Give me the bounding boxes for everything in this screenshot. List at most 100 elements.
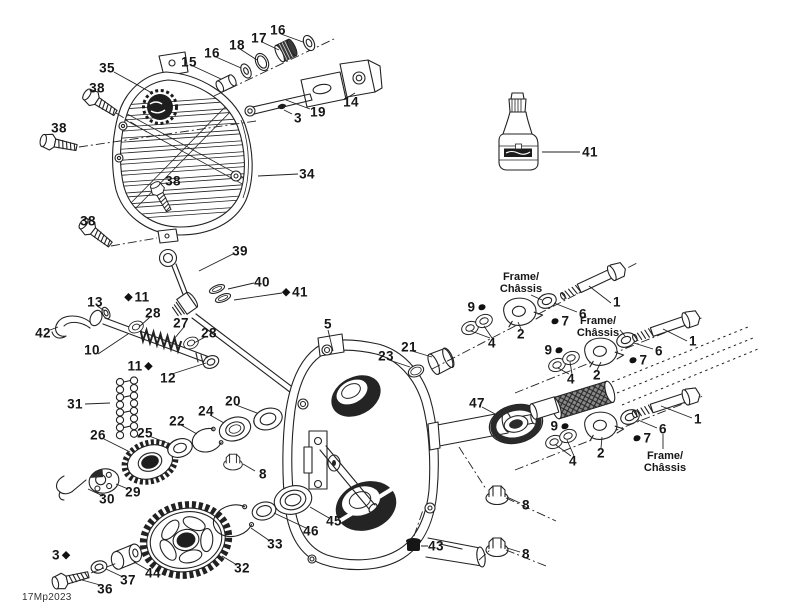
- part-number: 17: [251, 30, 267, 46]
- part-number: 30: [99, 491, 115, 507]
- part-callout-36: 36: [97, 582, 113, 596]
- part-number: 11: [134, 289, 150, 305]
- part-callout-13: 13: [87, 295, 103, 309]
- part-callout-20: 20: [225, 394, 241, 408]
- part-callout-11: 11: [127, 359, 154, 373]
- part-number: 34: [299, 166, 315, 182]
- part-callout-21: 21: [401, 340, 417, 354]
- part-callout-46: 46: [303, 524, 319, 538]
- frame-chassis-label: Frame/Châssis: [643, 450, 687, 474]
- part-number: 7: [643, 430, 652, 446]
- clip-42: [51, 315, 91, 339]
- part-callout-35: 35: [99, 61, 115, 75]
- part-callout-33: 33: [267, 537, 283, 551]
- part-number: 36: [97, 581, 113, 597]
- part-number: 42: [35, 325, 51, 341]
- part-number: 25: [137, 425, 153, 441]
- part-callout-39: 39: [232, 244, 248, 258]
- part-callout-10: 10: [84, 343, 100, 357]
- part-callout-16: 16: [270, 23, 286, 37]
- part-number: 2: [597, 445, 605, 461]
- screw-dot-icon: [551, 318, 559, 325]
- tensioner-lever-parts: [192, 33, 383, 117]
- washer-12: [202, 355, 220, 369]
- part-number: 24: [198, 403, 214, 419]
- part-number: 4: [488, 335, 496, 351]
- spacer-15: [215, 74, 237, 93]
- part-number: 6: [579, 306, 587, 322]
- part-number: 9: [544, 342, 553, 358]
- dipstick-39: [158, 248, 308, 403]
- part-callout-8: 8: [522, 547, 530, 561]
- spring-27: [139, 326, 183, 355]
- part-callout-19: 19: [310, 105, 326, 119]
- part-number: 21: [401, 339, 417, 355]
- washer-16: [302, 34, 316, 52]
- part-callout-28: 28: [145, 306, 161, 320]
- part-number: 19: [310, 104, 326, 120]
- tensioner-chain-31: [84, 376, 139, 440]
- part-callout-8: 8: [259, 467, 267, 481]
- part-number: 44: [145, 565, 161, 581]
- part-number: 2: [517, 326, 525, 342]
- footer-code: 17Mp2023: [22, 592, 72, 603]
- part-callout-38: 38: [80, 214, 96, 228]
- part-number: 38: [80, 213, 96, 229]
- part-number: 11: [127, 358, 143, 374]
- part-callout-7: 7: [627, 353, 648, 367]
- part-callout-4: 4: [567, 372, 575, 386]
- nut-8: [485, 537, 509, 558]
- part-callout-2: 2: [597, 446, 605, 460]
- part-callout-6: 6: [655, 344, 663, 358]
- rivet-3: [277, 103, 286, 110]
- part-number: 9: [467, 299, 476, 315]
- part-number: 39: [232, 243, 248, 259]
- sprocket-group: [49, 485, 330, 592]
- part-number: 16: [204, 45, 220, 61]
- part-number: 23: [378, 348, 394, 364]
- part-callout-41: 41: [280, 285, 308, 299]
- part-number: 32: [234, 560, 250, 576]
- part-callout-42: 42: [35, 326, 51, 340]
- o-ring-41: [214, 293, 232, 303]
- part-number: 8: [259, 466, 267, 482]
- screw-dot-icon: [629, 357, 637, 364]
- part-number: 35: [99, 60, 115, 76]
- part-number: 5: [324, 316, 332, 332]
- part-callout-43: 43: [428, 539, 444, 553]
- part-callout-22: 22: [169, 414, 185, 428]
- part-number: 8: [522, 497, 530, 513]
- part-callout-45: 45: [326, 514, 342, 528]
- part-callout-41: 41: [582, 145, 598, 159]
- part-callout-1: 1: [694, 412, 702, 426]
- bushing-21-oring-23: [388, 347, 455, 378]
- part-callout-11: 11: [122, 290, 149, 304]
- part-number: 38: [165, 173, 181, 189]
- part-number: 45: [326, 513, 342, 529]
- seal-20: [253, 407, 283, 431]
- screw-dot-icon: [478, 304, 486, 311]
- part-callout-12: 12: [160, 371, 176, 385]
- part-number: 4: [567, 371, 575, 387]
- part-number: 40: [254, 274, 270, 290]
- washer-28: [126, 318, 146, 336]
- part-callout-16: 16: [204, 46, 220, 60]
- chain-adjuster-parts: [49, 305, 220, 375]
- part-callout-27: 27: [173, 316, 189, 330]
- part-number: 22: [169, 413, 185, 429]
- part-callout-8: 8: [522, 498, 530, 512]
- part-callout-29: 29: [125, 485, 141, 499]
- bearing-25: [167, 438, 193, 458]
- part-number: 2: [593, 367, 601, 383]
- circlip-33: [212, 504, 255, 538]
- part-callout-2: 2: [593, 368, 601, 382]
- part-callout-7: 7: [549, 314, 570, 328]
- part-callout-34: 34: [299, 167, 315, 181]
- part-callout-6: 6: [659, 422, 667, 436]
- circlip-22: [191, 426, 224, 453]
- part-number: 1: [694, 411, 702, 427]
- part-number: 12: [160, 370, 176, 386]
- grease-point-icon: [61, 550, 71, 560]
- part-number: 3: [52, 547, 60, 563]
- lever-30: [55, 475, 87, 501]
